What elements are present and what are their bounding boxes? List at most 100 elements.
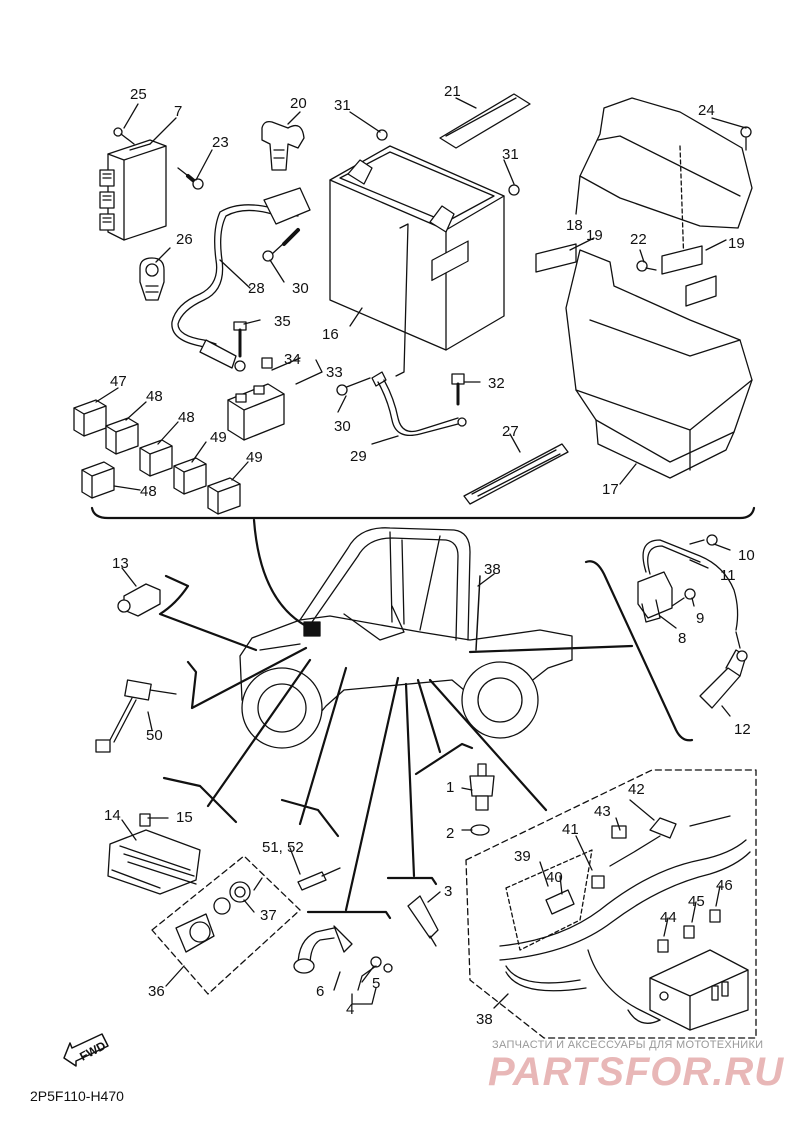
callout-6: 6: [316, 983, 325, 1000]
callout-38: 38: [476, 1011, 493, 1028]
leader-50: [186, 646, 308, 710]
ignition-coil-8-icon: [637, 539, 739, 631]
bolt-35-icon: [233, 321, 247, 358]
leader-51: [280, 798, 340, 838]
bolt-30a-icon: [262, 228, 300, 262]
callout-24: 24: [698, 102, 715, 119]
leader-6: [306, 910, 392, 920]
leader-13: [158, 574, 258, 652]
fuse-44-icon: [657, 939, 669, 953]
leader-3b: [404, 682, 416, 878]
callout-48: 48: [178, 409, 195, 426]
leader-14b: [206, 658, 312, 808]
bracket-right: [584, 560, 694, 742]
fuse-45-icon: [683, 925, 695, 939]
callout-41: 41: [562, 821, 579, 838]
spark-plug-1-icon: [469, 763, 495, 811]
callout-30: 30: [334, 418, 351, 435]
callout-37: 37: [260, 907, 277, 924]
callout-39: 39: [514, 848, 531, 865]
callout-20: 20: [290, 95, 307, 112]
bolt-30b-icon: [336, 377, 371, 396]
watermark-brand: PARTSFOR.RU: [488, 1050, 785, 1094]
pad-19a-icon: [535, 243, 577, 273]
battery-box-17-icon: [565, 249, 753, 479]
callout-48: 48: [140, 483, 157, 500]
callout-9: 9: [696, 610, 705, 627]
callout-33: 33: [326, 364, 343, 381]
key-51-icon: [297, 867, 341, 891]
clip-20-icon: [261, 120, 305, 171]
top-section-bracket: [90, 506, 756, 520]
washer-31b-icon: [508, 184, 520, 196]
callout-3: 3: [444, 883, 453, 900]
lead-28-icon: [171, 187, 311, 372]
callout-11: 11: [720, 567, 736, 584]
fuse-box-icon: [649, 949, 749, 1031]
callout-27: 27: [502, 423, 519, 440]
callout-19: 19: [728, 235, 745, 252]
clamp-26-icon: [139, 257, 165, 301]
bolt-9-icon: [671, 588, 696, 607]
nut-37-icon: [229, 881, 251, 903]
callout-25: 25: [130, 86, 147, 103]
battery-icon: [329, 145, 505, 351]
bolt-32-icon: [451, 373, 465, 406]
switch-36-icon: [175, 897, 231, 953]
callout-29: 29: [350, 448, 367, 465]
callout-35: 35: [274, 313, 291, 330]
coupler-49a-icon: [173, 457, 207, 495]
callout-15: 15: [176, 809, 193, 826]
leader-1: [414, 742, 474, 776]
callout-17: 17: [602, 481, 619, 498]
callout-36: 36: [148, 983, 165, 1000]
starter-relay-icon: [227, 357, 285, 441]
callout-16: 16: [322, 326, 339, 343]
callout-13: 13: [112, 555, 129, 572]
coupler-47-icon: [73, 399, 107, 437]
ecu-unit-icon: [99, 139, 167, 241]
callout-1: 1: [446, 779, 455, 796]
rectifier-14-icon: [107, 813, 201, 895]
callout-31: 31: [502, 146, 519, 163]
callout-12: 12: [734, 721, 751, 738]
switch-13-icon: [117, 583, 161, 617]
dashed-box-39: [505, 849, 593, 951]
callout-19: 19: [586, 227, 603, 244]
callout-30: 30: [292, 280, 309, 297]
callout-14: 14: [104, 807, 121, 824]
vehicle-outline: [239, 527, 573, 749]
coupler-48c-icon: [81, 461, 115, 499]
callout-32: 32: [488, 375, 505, 392]
callout-7: 7: [174, 103, 183, 120]
bolt-10-icon: [689, 534, 718, 546]
strap-21-icon: [439, 93, 531, 149]
washer-31a-icon: [376, 129, 388, 141]
cable-tie-27-icon: [463, 443, 569, 505]
callout-34: 34: [284, 351, 301, 368]
callout-38: 38: [484, 561, 501, 578]
watermark-tagline: ЗАПЧАСТИ И АКСЕССУАРЫ ДЛЯ МОТОТЕХНИКИ: [492, 1039, 764, 1051]
callout-28: 28: [248, 280, 265, 297]
leader-6b: [344, 676, 400, 912]
coupler-48b-icon: [139, 439, 173, 477]
pad-19c-icon: [661, 245, 703, 275]
lead-29-icon: [371, 223, 467, 437]
wire-harness-38-icon: [499, 815, 751, 1024]
bolt-25-icon: [113, 127, 135, 145]
coupler-48a-icon: [105, 417, 139, 455]
leader-38a: [475, 575, 481, 651]
callout-46: 46: [716, 877, 733, 894]
leader-14: [162, 776, 238, 824]
callout-40: 40: [546, 869, 563, 886]
leader-8: [468, 644, 634, 654]
callout-50: 50: [146, 727, 163, 744]
diagram-code: 2P5F110-H470: [30, 1088, 124, 1104]
bolt-23-icon: [177, 167, 204, 190]
callout-51-52: 51, 52: [262, 839, 304, 856]
fuse-46-icon: [709, 909, 721, 923]
callout-2: 2: [446, 825, 455, 842]
dashed-box-36: [151, 855, 301, 995]
nut-22-icon: [636, 260, 657, 272]
